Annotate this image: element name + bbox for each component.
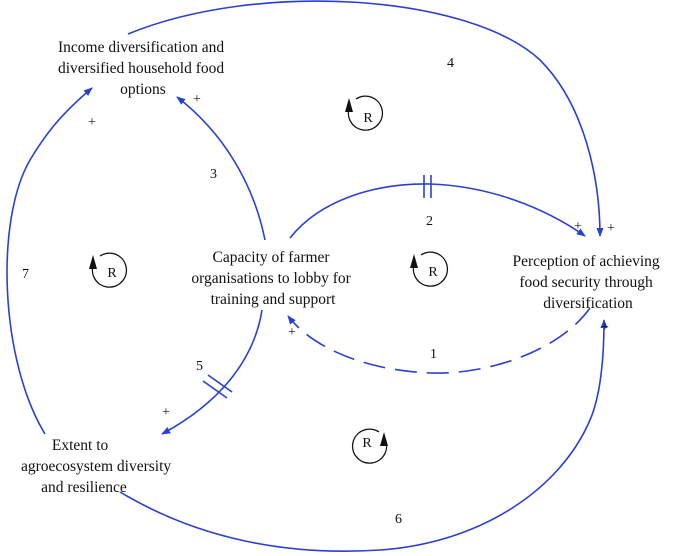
loop-indicator-2: R xyxy=(89,252,128,288)
link-4-arrow xyxy=(127,0,604,237)
loop-2-arrowhead-icon xyxy=(89,255,97,269)
link-7-arrow xyxy=(6,87,93,435)
loop-3-circular-arrow-icon xyxy=(412,251,449,287)
link-5-delay-mark-1 xyxy=(202,380,228,399)
variable-capacity-line-3: training and support xyxy=(211,291,337,308)
variable-capacity: Capacity of farmer organisations to lobb… xyxy=(191,249,354,308)
loop-indicator-3: R xyxy=(410,251,449,287)
link-5-arrow xyxy=(161,309,263,435)
variable-income: Income diversification and diversified h… xyxy=(58,39,228,98)
link-2-number: 2 xyxy=(426,214,433,229)
link-6-number: 6 xyxy=(395,512,402,527)
variable-extent-line-3: and resilience xyxy=(41,479,127,496)
loop-1-label: R xyxy=(363,111,373,126)
variable-income-line-1: Income diversification and xyxy=(58,39,224,56)
link-7-number: 7 xyxy=(22,267,29,282)
loop-2-label: R xyxy=(107,266,117,281)
variable-extent-line-1: Extent to xyxy=(52,437,109,454)
variable-capacity-line-1: Capacity of farmer xyxy=(213,249,331,266)
variable-income-line-2: diversified household food xyxy=(58,60,224,77)
link-4-polarity: + xyxy=(607,221,615,236)
link-3-number: 3 xyxy=(210,167,217,182)
link-3-arrow xyxy=(176,96,266,241)
loop-3-label: R xyxy=(428,265,438,280)
link-6-arrow xyxy=(119,319,608,552)
link-1-arrow xyxy=(287,307,591,374)
variable-extent-line-2: agroecosystem diversity xyxy=(21,458,171,475)
variable-perception: Perception of achieving food security th… xyxy=(512,253,663,312)
variable-income-line-3: options xyxy=(120,81,166,98)
loop-3-arrowhead-icon xyxy=(410,254,418,268)
variable-extent: Extent to agroecosystem diversity and re… xyxy=(21,437,175,496)
link-2-polarity: + xyxy=(574,219,582,234)
link-1-polarity: + xyxy=(288,325,296,340)
loop-1-arrowhead-icon xyxy=(345,98,353,112)
variable-capacity-line-2: organisations to lobby for xyxy=(191,270,351,287)
link-1-number: 1 xyxy=(430,347,437,362)
link-3-polarity: + xyxy=(193,92,201,107)
loop-4-arrowhead-icon xyxy=(380,432,388,446)
loop-indicator-4: R xyxy=(351,428,388,464)
loop-4-circular-arrow-icon xyxy=(351,428,388,464)
loop-2-circular-arrow-icon xyxy=(91,252,128,288)
link-2-arrow xyxy=(289,183,586,239)
link-4-number: 4 xyxy=(447,56,454,71)
link-5-number: 5 xyxy=(196,359,203,374)
variable-perception-line-2: food security through xyxy=(519,274,653,291)
link-7-polarity: + xyxy=(88,115,96,130)
variable-perception-line-3: diversification xyxy=(543,295,633,312)
variable-perception-line-1: Perception of achieving xyxy=(512,253,659,270)
loop-1-circular-arrow-icon xyxy=(347,95,384,131)
loop-4-label: R xyxy=(362,436,372,451)
link-6-polarity: + xyxy=(601,320,609,335)
loop-indicator-1: R xyxy=(345,95,384,131)
link-5-delay-mark-2 xyxy=(207,374,233,393)
link-5-polarity: + xyxy=(162,405,170,420)
